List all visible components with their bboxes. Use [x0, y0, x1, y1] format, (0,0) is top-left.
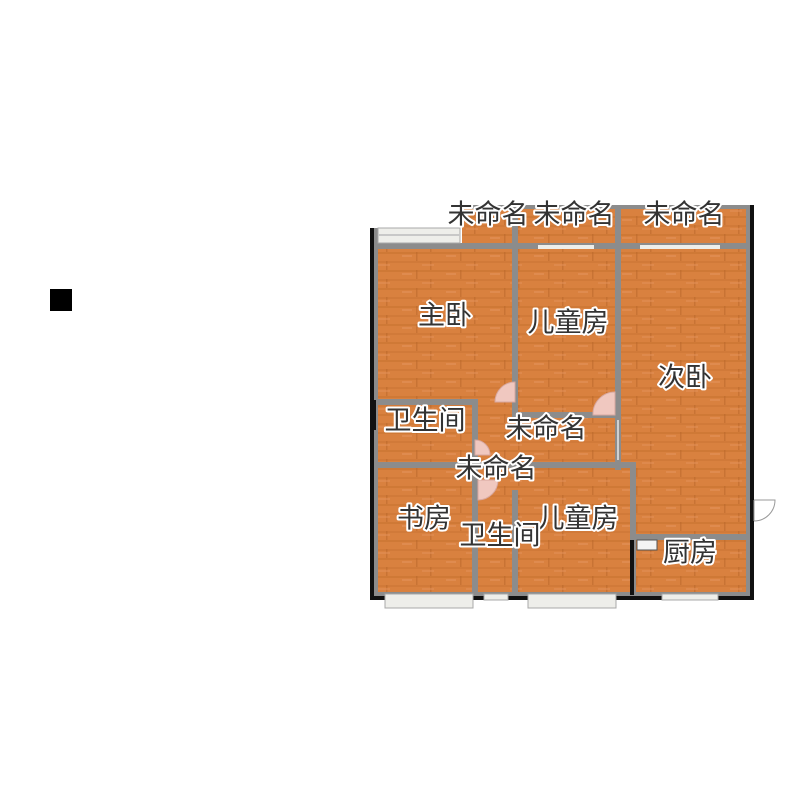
kitchen-fixture	[636, 539, 658, 551]
label-hall-1: 未命名	[506, 414, 587, 445]
label-kids-room-1: 儿童房	[528, 308, 609, 339]
label-study: 书房	[397, 504, 451, 535]
label-bathroom-1: 卫生间	[385, 406, 466, 437]
label-hall-2: 未命名	[456, 454, 537, 485]
door-kids-room	[592, 391, 616, 416]
door-swings	[474, 381, 616, 501]
window-bottom-1	[384, 593, 474, 609]
window-bottom-3	[527, 593, 617, 609]
label-kids-room-2: 儿童房	[538, 504, 619, 535]
door-master-bedroom	[494, 381, 516, 403]
floor-second-bedroom	[618, 247, 750, 537]
label-balcony-1: 未命名	[448, 200, 529, 231]
label-balcony-2: 未命名	[534, 200, 615, 231]
label-bathroom-2: 卫生间	[460, 521, 541, 552]
floor-hall-2	[375, 465, 633, 595]
floor-bathroom-1	[375, 402, 475, 465]
window-balcony-2	[640, 245, 720, 249]
label-kitchen: 厨房	[663, 538, 717, 569]
marker-square	[50, 289, 72, 311]
floor-kids-room-1	[515, 247, 618, 415]
door-study	[477, 479, 499, 501]
window-balcony-1	[538, 245, 594, 249]
windows	[377, 227, 720, 609]
door-bathroom	[474, 439, 491, 456]
floors	[375, 205, 750, 595]
room-labels: 未命名 未命名 未命名 主卧 儿童房 次卧 卫生间 未命名 未命名 儿童房 书房…	[383, 198, 727, 571]
label-second-bedroom: 次卧	[658, 363, 712, 394]
window-bottom-4	[661, 593, 719, 601]
floor-balcony	[462, 205, 750, 247]
window-bottom-2	[483, 593, 509, 601]
label-master-bedroom: 主卧	[418, 301, 472, 332]
floor-master-bedroom	[375, 247, 515, 402]
door-exterior	[753, 499, 776, 522]
label-balcony-3: 未命名	[644, 200, 725, 231]
